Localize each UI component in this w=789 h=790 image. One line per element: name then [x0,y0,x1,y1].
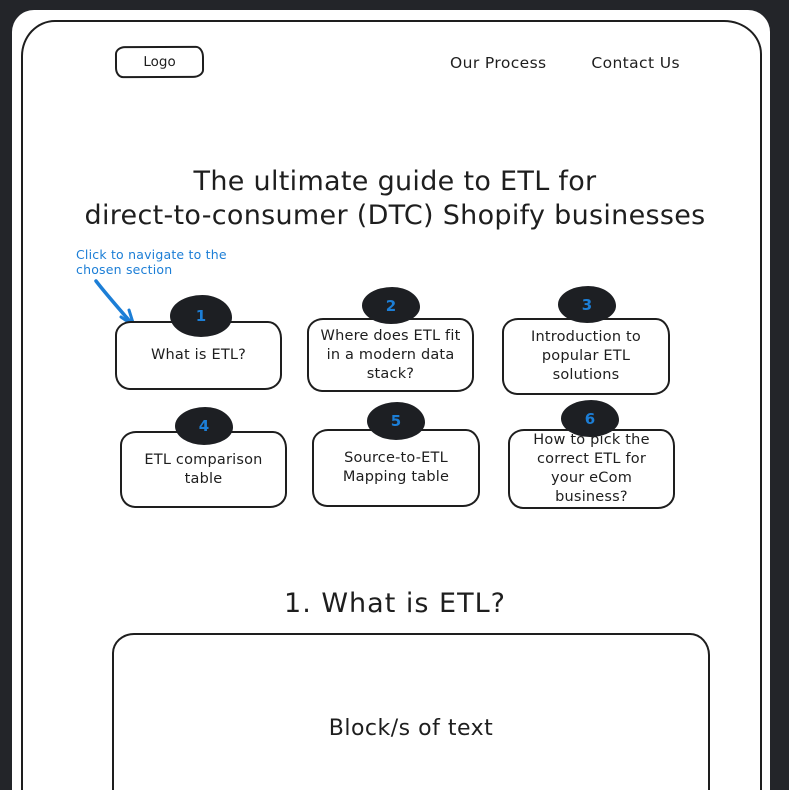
toc-item-etl-modern-stack[interactable]: Where does ETL fit in a modern data stac… [307,318,474,392]
badge-number: 6 [584,409,596,428]
badge-number: 4 [198,417,210,435]
logo-label: Logo [143,53,176,71]
toc-item-source-to-etl-mapping[interactable]: Source-to-ETL Mapping table [312,429,480,507]
toc-item-label: How to pick the correct ETL for your eCo… [533,432,650,505]
toc-number-badge-5: 5 [367,402,425,440]
page-title-line2: direct-to-consumer (DTC) Shopify busines… [84,200,706,231]
toc-item-label: Where does ETL fit in a modern data stac… [320,327,461,382]
badge-number: 2 [385,296,397,315]
toc-item-label: Introduction to popular ETL solutions [531,329,641,383]
logo-button[interactable]: Logo [114,45,205,79]
page-title: The ultimate guide to ETL for direct-to-… [40,165,750,233]
badge-number: 3 [581,295,593,314]
annotation-note: Click to navigate to the chosen section [76,247,266,277]
badge-number: 5 [390,412,402,430]
toc-number-badge-3: 3 [558,286,616,323]
toc-number-badge-6: 6 [561,400,619,437]
toc-item-etl-comparison-table[interactable]: ETL comparison table [120,431,287,508]
toc-number-badge-4: 4 [175,407,233,445]
text-block-placeholder: Block/s of text [328,715,494,741]
toc-item-label: What is ETL? [150,347,247,363]
annotation-line1: Click to navigate to the [76,247,227,262]
nav-link-contact-us[interactable]: Contact Us [591,54,680,72]
annotation-line2: chosen section [76,262,173,277]
toc-item-label: Source-to-ETL Mapping table [342,450,450,485]
nav-link-our-process[interactable]: Our Process [450,54,547,72]
page-title-line1: The ultimate guide to ETL for [193,166,597,197]
badge-number: 1 [195,307,207,325]
toc-item-popular-etl-solutions[interactable]: Introduction to popular ETL solutions [502,318,670,395]
section-1-text-block: Block/s of text [112,633,710,790]
wireframe-page-frame [21,20,762,790]
toc-item-label: ETL comparison table [144,451,263,487]
section-1-heading: 1. What is ETL? [284,588,506,619]
toc-item-pick-correct-etl[interactable]: How to pick the correct ETL for your eCo… [508,429,675,509]
toc-number-badge-1: 1 [170,295,232,337]
toc-number-badge-2: 2 [362,287,420,324]
top-nav: Our Process Contact Us [450,50,680,76]
